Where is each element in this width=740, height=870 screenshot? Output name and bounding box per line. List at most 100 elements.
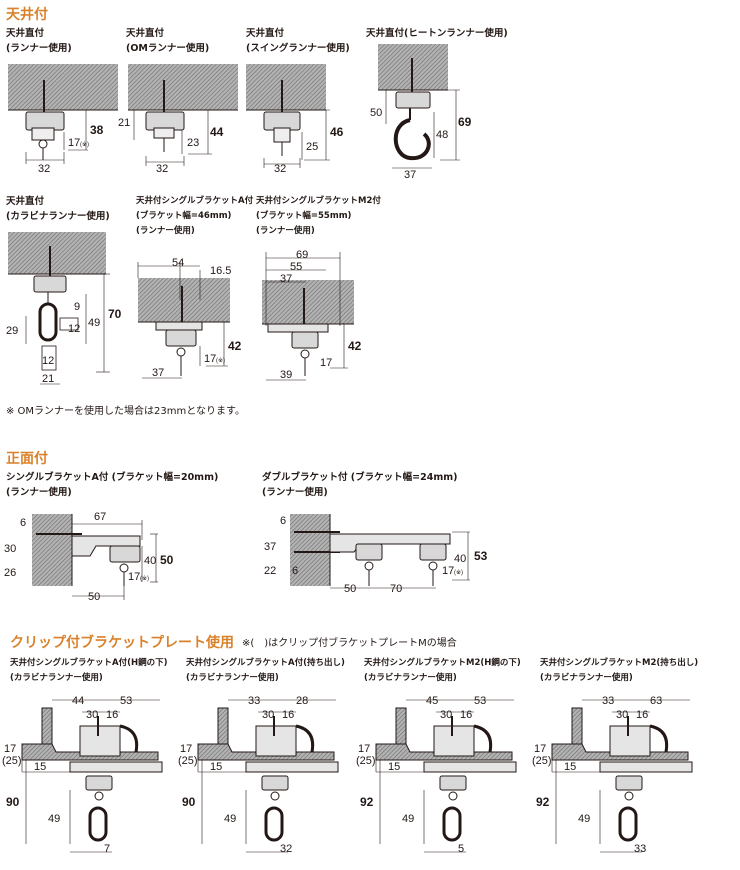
dim-label: 28: [296, 695, 308, 707]
dim-label: 30: [4, 543, 16, 555]
dim-label: 50: [370, 107, 382, 119]
dim-label: (※): [454, 569, 463, 576]
dim-label: 67: [94, 511, 106, 523]
dim-label: 30: [616, 709, 628, 721]
dim-label: 90: [182, 795, 196, 809]
dim-label: 17: [68, 137, 80, 149]
dim-label: (25): [356, 755, 376, 767]
dim-label: 49: [578, 813, 590, 825]
dim-label: 40: [454, 553, 466, 565]
dim-label: 49: [402, 813, 414, 825]
dim-label: 29: [6, 325, 18, 337]
dim-label: 32: [38, 163, 50, 175]
dim-label: 7: [104, 843, 110, 855]
dim-label: 9: [74, 301, 80, 313]
caption-ceiling-1: 天井直付 (ランナー使用): [6, 28, 72, 54]
dim-label: 50: [344, 583, 356, 595]
dim-label: 22: [264, 565, 276, 577]
caption-clip-4: 天井付シングルブラケットM2(持ち出し) (カラビナランナー使用): [540, 658, 699, 683]
dim-label: 48: [436, 129, 448, 141]
dim-label: 21: [42, 373, 54, 385]
dim-label: 38: [90, 123, 104, 137]
dim-label: 70: [108, 307, 122, 321]
caption-front-2: ダブルブラケット付 (ブラケット幅=24mm) (ランナー使用): [262, 472, 458, 498]
dim-label: 44: [210, 125, 224, 139]
dim-label: 12: [68, 323, 80, 335]
dim-label: 70: [390, 583, 402, 595]
dim-label: 44: [72, 695, 84, 707]
dim-label: 6: [280, 515, 286, 527]
dim-label: 17: [4, 743, 16, 755]
dim-label: 30: [262, 709, 274, 721]
dim-label: 15: [564, 761, 576, 773]
caption-front-1: シングルブラケットA付 (ブラケット幅=20mm) (ランナー使用): [6, 472, 219, 498]
caption-clip-1: 天井付シングルブラケットA付(H鋼の下) (カラビナランナー使用): [10, 658, 168, 683]
dim-label: 53: [120, 695, 132, 707]
caption-ceiling-4: 天井直付(ヒートンランナー使用): [366, 28, 508, 39]
dim-label: 69: [296, 249, 308, 261]
caption-clip-3: 天井付シングルブラケットM2(H鋼の下) (カラビナランナー使用): [364, 658, 521, 683]
dim-label: 16: [460, 709, 472, 721]
dim-label: 33: [602, 695, 614, 707]
section-title-clip: クリップ付ブラケットプレート使用: [10, 635, 234, 651]
dim-label: 33: [634, 843, 646, 855]
dim-label: 30: [440, 709, 452, 721]
dim-label: (※): [216, 357, 225, 364]
dim-label: 49: [224, 813, 236, 825]
dim-label: 17: [442, 565, 454, 577]
dim-label: 37: [280, 273, 292, 285]
dim-label: 40: [144, 555, 156, 567]
dim-label: 50: [88, 591, 100, 603]
dim-label: 37: [404, 169, 416, 181]
caption-ceiling-6: 天井付シングルブラケットA付 (ブラケット幅=46mm) (ランナー使用): [136, 196, 254, 236]
caption-clip-2: 天井付シングルブラケットA付(持ち出し) (カラビナランナー使用): [186, 658, 345, 683]
section-title-ceiling: 天井付: [6, 7, 48, 23]
dim-label: 55: [290, 261, 302, 273]
caption-ceiling-5: 天井直付 (カラビナランナー使用): [6, 196, 110, 222]
dim-label: 21: [118, 117, 130, 129]
dim-label: 15: [388, 761, 400, 773]
dim-label: 39: [280, 369, 292, 381]
dim-label: 12: [42, 355, 54, 367]
dim-label: 16: [636, 709, 648, 721]
clip-note: ※( )はクリップ付ブラケットプレートMの場合: [242, 638, 457, 649]
dim-label: 42: [228, 339, 242, 353]
dim-label: 92: [360, 795, 374, 809]
dim-label: 90: [6, 795, 20, 809]
dim-label: 15: [210, 761, 222, 773]
dim-label: (25): [2, 755, 22, 767]
dim-label: 37: [264, 541, 276, 553]
dim-label: 49: [48, 813, 60, 825]
dim-label: 6: [292, 565, 298, 577]
dim-label: 6: [20, 517, 26, 529]
section-title-front: 正面付: [6, 451, 48, 467]
dim-label: 53: [474, 695, 486, 707]
dim-label: 17: [204, 353, 216, 365]
dim-label: 63: [650, 695, 662, 707]
dim-label: 46: [330, 125, 344, 139]
dim-label: 54: [172, 257, 184, 269]
dim-label: 16: [282, 709, 294, 721]
dim-label: 30: [86, 709, 98, 721]
dim-label: 17: [128, 571, 140, 583]
dim-label: (※): [140, 575, 149, 582]
dim-label: 17: [358, 743, 370, 755]
dim-label: 26: [4, 567, 16, 579]
caption-ceiling-3: 天井直付 (スイングランナー使用): [246, 28, 350, 54]
dim-label: 92: [536, 795, 550, 809]
caption-ceiling-7: 天井付シングルブラケットM2付 (ブラケット幅=55mm) (ランナー使用): [256, 196, 381, 236]
dim-label: 17: [180, 743, 192, 755]
dim-label: 45: [426, 695, 438, 707]
dim-label: 49: [88, 317, 100, 329]
dim-label: 32: [274, 163, 286, 175]
dim-label: 53: [474, 549, 488, 563]
dim-label: 32: [280, 843, 292, 855]
dim-label: 25: [306, 141, 318, 153]
